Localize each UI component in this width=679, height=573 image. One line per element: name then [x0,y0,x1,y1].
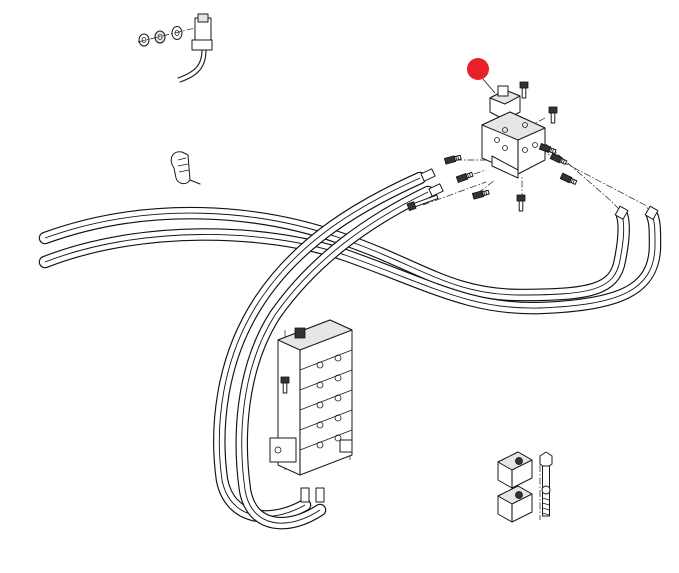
valve-block [406,81,578,212]
callout-leader-line [482,78,496,94]
distributor-block [269,319,353,476]
solenoid-connector-assembly [137,13,213,83]
hydraulic-hoses [38,168,662,530]
clamp-hardware [497,451,553,523]
callout-dot [467,58,489,80]
cable-tie [170,151,201,185]
